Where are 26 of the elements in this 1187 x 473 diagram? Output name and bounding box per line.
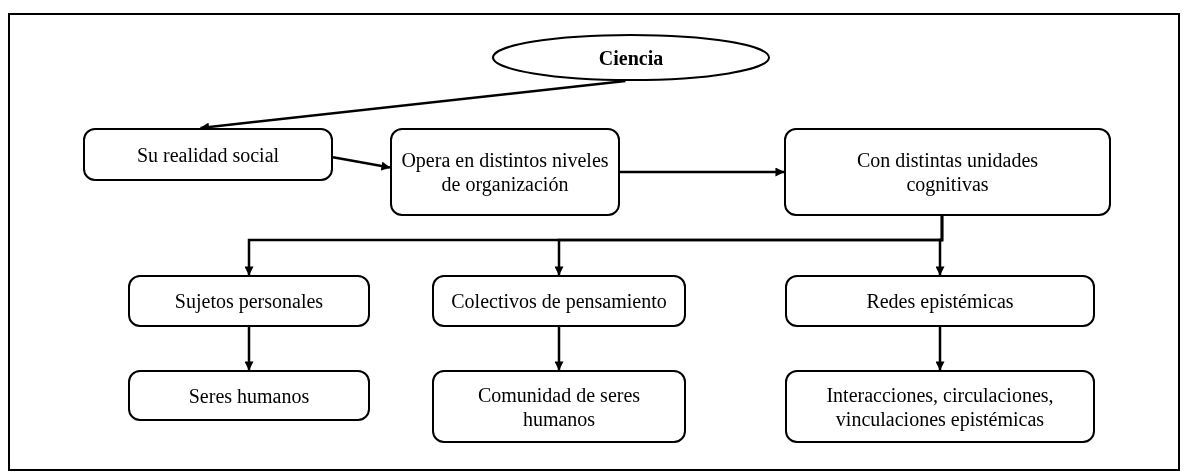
arrow: [620, 167, 785, 177]
arrow: [332, 155, 391, 171]
node-label: Su realidad social: [136, 142, 280, 167]
node-label: Colectivos de pensamiento: [451, 289, 667, 313]
rounded-box: [390, 128, 620, 216]
arrow: [935, 216, 945, 276]
node-label: Con distintas unidades cognitivas: [855, 148, 1040, 196]
node-label: Seres humanos: [188, 383, 310, 408]
rounded-box: [128, 370, 370, 421]
rounded-box: [83, 128, 333, 181]
ellipse-node: [492, 34, 770, 81]
rounded-box: [432, 275, 686, 327]
arrow: [554, 327, 564, 371]
node-label: Opera en distintos niveles de organización: [400, 148, 610, 196]
node-label: Comunidad de seres humanos: [476, 382, 642, 431]
node-label: Redes epistémicas: [866, 289, 1014, 313]
rounded-box: [128, 275, 370, 327]
node-label: Interacciones, circulaciones, vinculaciones epistémicas: [825, 382, 1055, 431]
rounded-box: [432, 370, 686, 443]
node-label: Sujetos personales: [174, 289, 324, 313]
arrow: [935, 327, 945, 371]
rounded-box: [785, 275, 1095, 327]
rounded-box: [785, 370, 1095, 443]
node-label: Ciencia: [598, 45, 664, 70]
rounded-box: [784, 128, 1111, 216]
arrow: [244, 327, 254, 371]
